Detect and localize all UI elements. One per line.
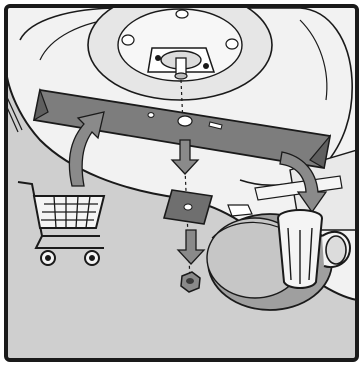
blade-center-hole bbox=[178, 116, 192, 126]
blade-washer bbox=[164, 190, 212, 224]
blade-nut bbox=[181, 272, 200, 292]
